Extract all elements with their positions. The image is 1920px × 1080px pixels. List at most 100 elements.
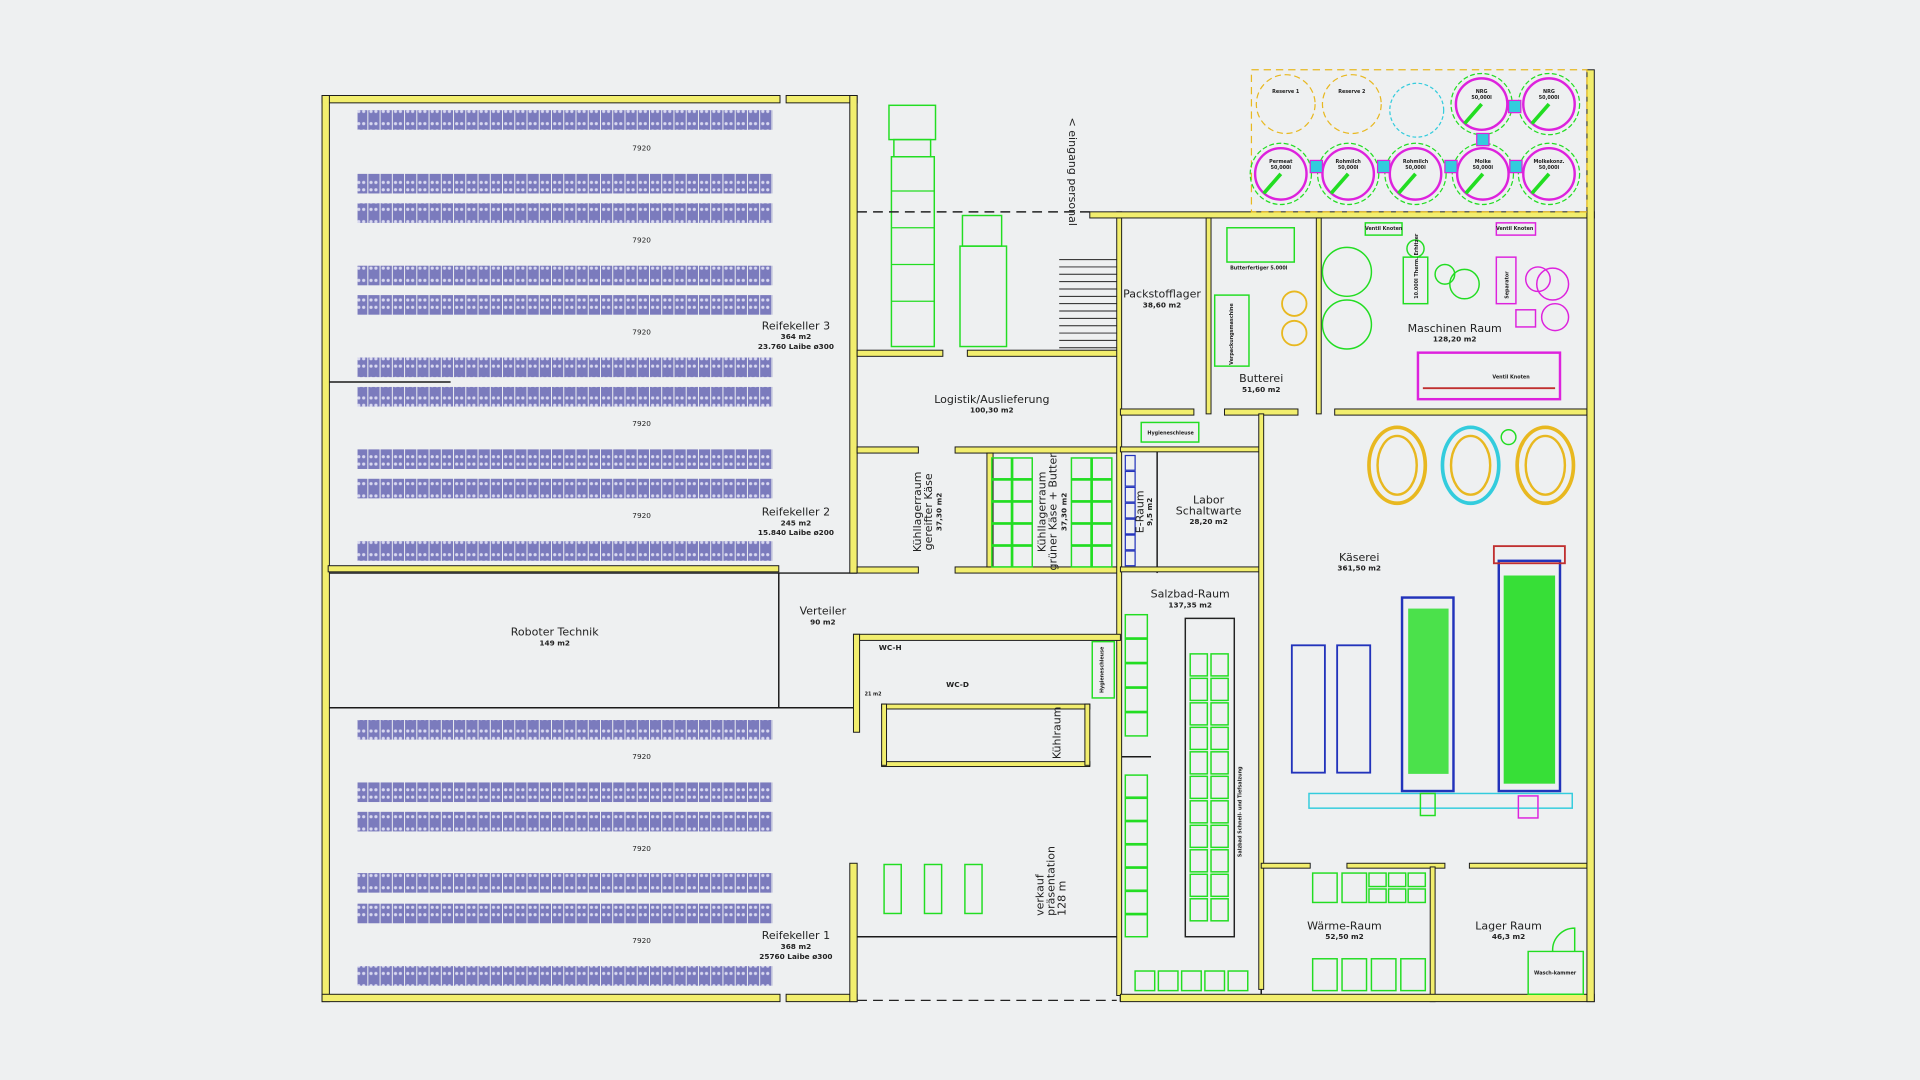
tank-agitator: [1396, 172, 1417, 195]
room-area: 137,35 m2: [1168, 600, 1212, 609]
tank-volume: 50,000l: [1473, 165, 1494, 171]
tank-connector: [1509, 159, 1523, 174]
tank-outer: [1316, 142, 1380, 206]
tank: [1454, 77, 1509, 132]
tank: [1388, 146, 1443, 201]
equipment-box: [1364, 222, 1403, 236]
equipment-box: [1189, 849, 1209, 873]
equipment-box: [1124, 844, 1149, 868]
equipment-box: [1368, 888, 1387, 904]
room-e-raum[interactable]: E-Raum: [1134, 490, 1147, 533]
wc-d-label: WC-D: [946, 680, 969, 689]
room-roboter-technik[interactable]: Roboter Technik: [511, 626, 599, 639]
tank: [1522, 77, 1576, 132]
cheese-rack-row: [357, 541, 773, 561]
room-labor[interactable]: Labor: [1193, 493, 1225, 506]
tank-name: NRG: [1543, 89, 1555, 95]
equipment-box: [1124, 454, 1136, 471]
room-waerme[interactable]: Wärme-Raum: [1307, 919, 1382, 932]
equipment-box: [1189, 677, 1209, 702]
cheese-rack-row: [357, 110, 773, 130]
equipment-box: [1341, 958, 1368, 992]
equipment-box: [1210, 751, 1229, 775]
wall: [986, 452, 994, 568]
equipment-box: [1189, 800, 1209, 824]
room-packstofflager[interactable]: Packstofflager: [1123, 288, 1201, 301]
room-maschinen[interactable]: Maschinen Raum: [1408, 322, 1502, 335]
equipment-box: [1124, 502, 1136, 519]
tank-volume: 50,000l: [1539, 165, 1560, 171]
room-reifekeller-3[interactable]: Reifekeller 3: [762, 319, 830, 332]
equipment-box: [991, 501, 1013, 524]
cheese-rack-row: [357, 449, 773, 469]
wall: [1205, 217, 1212, 415]
tank-name: Rohmilch: [1403, 159, 1429, 165]
room-area: 128,20 m2: [1433, 335, 1477, 344]
equipment-box: [1387, 888, 1407, 904]
machine-unit: [1540, 302, 1570, 332]
equipment-box: [1416, 351, 1562, 401]
wall: [321, 993, 781, 1003]
reserve-tank-outline: [1255, 74, 1316, 135]
equipment-box: [1370, 958, 1397, 992]
equipment-box: [923, 863, 943, 915]
equipment-box: [1517, 795, 1539, 819]
equipment-box: [1180, 970, 1202, 992]
room-kuehllager-gruen-sub: grüner Käse + Butter: [1047, 453, 1060, 571]
cheese-rack-row: [357, 811, 773, 832]
equipment-box: [1189, 824, 1209, 849]
room-kuehllager-gereift[interactable]: Kühllagerraum: [911, 472, 924, 553]
tank-name: Molke: [1475, 159, 1492, 165]
room-reifekeller-1[interactable]: Reifekeller 1: [762, 929, 830, 942]
cheese-racks: [357, 110, 773, 986]
room-capacity: 15.840 Laibe ø200: [758, 528, 834, 537]
rack-dimension-label: 7920: [632, 752, 651, 761]
erhitzer-label: 10.000l Therm. Erhitzer: [1414, 233, 1420, 299]
tank-farm-boundary: [1250, 69, 1588, 213]
room-verkauf[interactable]: verkauf: [1033, 873, 1046, 916]
tank-agitator: [1530, 172, 1551, 195]
room-logistik[interactable]: Logistik/Auslieferung: [934, 393, 1049, 406]
wall: [327, 565, 780, 573]
equipment-box: [1407, 888, 1427, 904]
equipment-box: [1124, 470, 1136, 487]
room-butterei[interactable]: Butterei: [1239, 372, 1283, 385]
equipment-box: [1070, 479, 1092, 502]
room-salzbad[interactable]: Salzbad-Raum: [1151, 588, 1230, 601]
cheese-rack-row: [357, 903, 773, 924]
hygieneschleuse-label: Hygieneschleuse: [1099, 646, 1105, 693]
room-reifekeller-2[interactable]: Reifekeller 2: [762, 506, 830, 519]
room-verkauf-sub: präsentation: [1044, 846, 1057, 916]
room-lager[interactable]: Lager Raum: [1475, 919, 1542, 932]
wall: [852, 633, 1121, 641]
equipment-box: [1124, 890, 1149, 915]
kuehlraum-label: Kühlraum: [1050, 706, 1063, 759]
equipment-box: [1210, 898, 1229, 922]
wall: [954, 566, 1121, 574]
equipment-box: [1189, 702, 1209, 726]
cheese-rack-row: [357, 357, 773, 378]
equipment-box: [1213, 294, 1250, 367]
butter-tank: [1281, 290, 1308, 317]
room-kuehllager-gruen[interactable]: Kühllagerraum: [1036, 472, 1049, 553]
room-verteiler[interactable]: Verteiler: [800, 605, 847, 618]
tank-volume: 50,000l: [1271, 165, 1292, 171]
equipment-box: [1419, 792, 1436, 817]
wall: [1119, 993, 1595, 1003]
cheese-vat-inner: [1376, 434, 1418, 496]
equipment-box: [1124, 662, 1149, 688]
equipment-box: [1124, 550, 1136, 567]
equipment-box: [1189, 775, 1209, 800]
equipment-box: [991, 457, 1013, 480]
cheese-vat-inner: [1524, 434, 1567, 496]
room-area: 90 m2: [810, 617, 835, 626]
press-bed: [1408, 608, 1449, 774]
machine-unit: [1449, 268, 1480, 300]
wall: [856, 446, 919, 454]
wall: [881, 703, 888, 766]
equipment-box: [1495, 256, 1517, 305]
room-kaeserei[interactable]: Käserei: [1339, 551, 1379, 564]
equipment-box: [1368, 872, 1387, 888]
